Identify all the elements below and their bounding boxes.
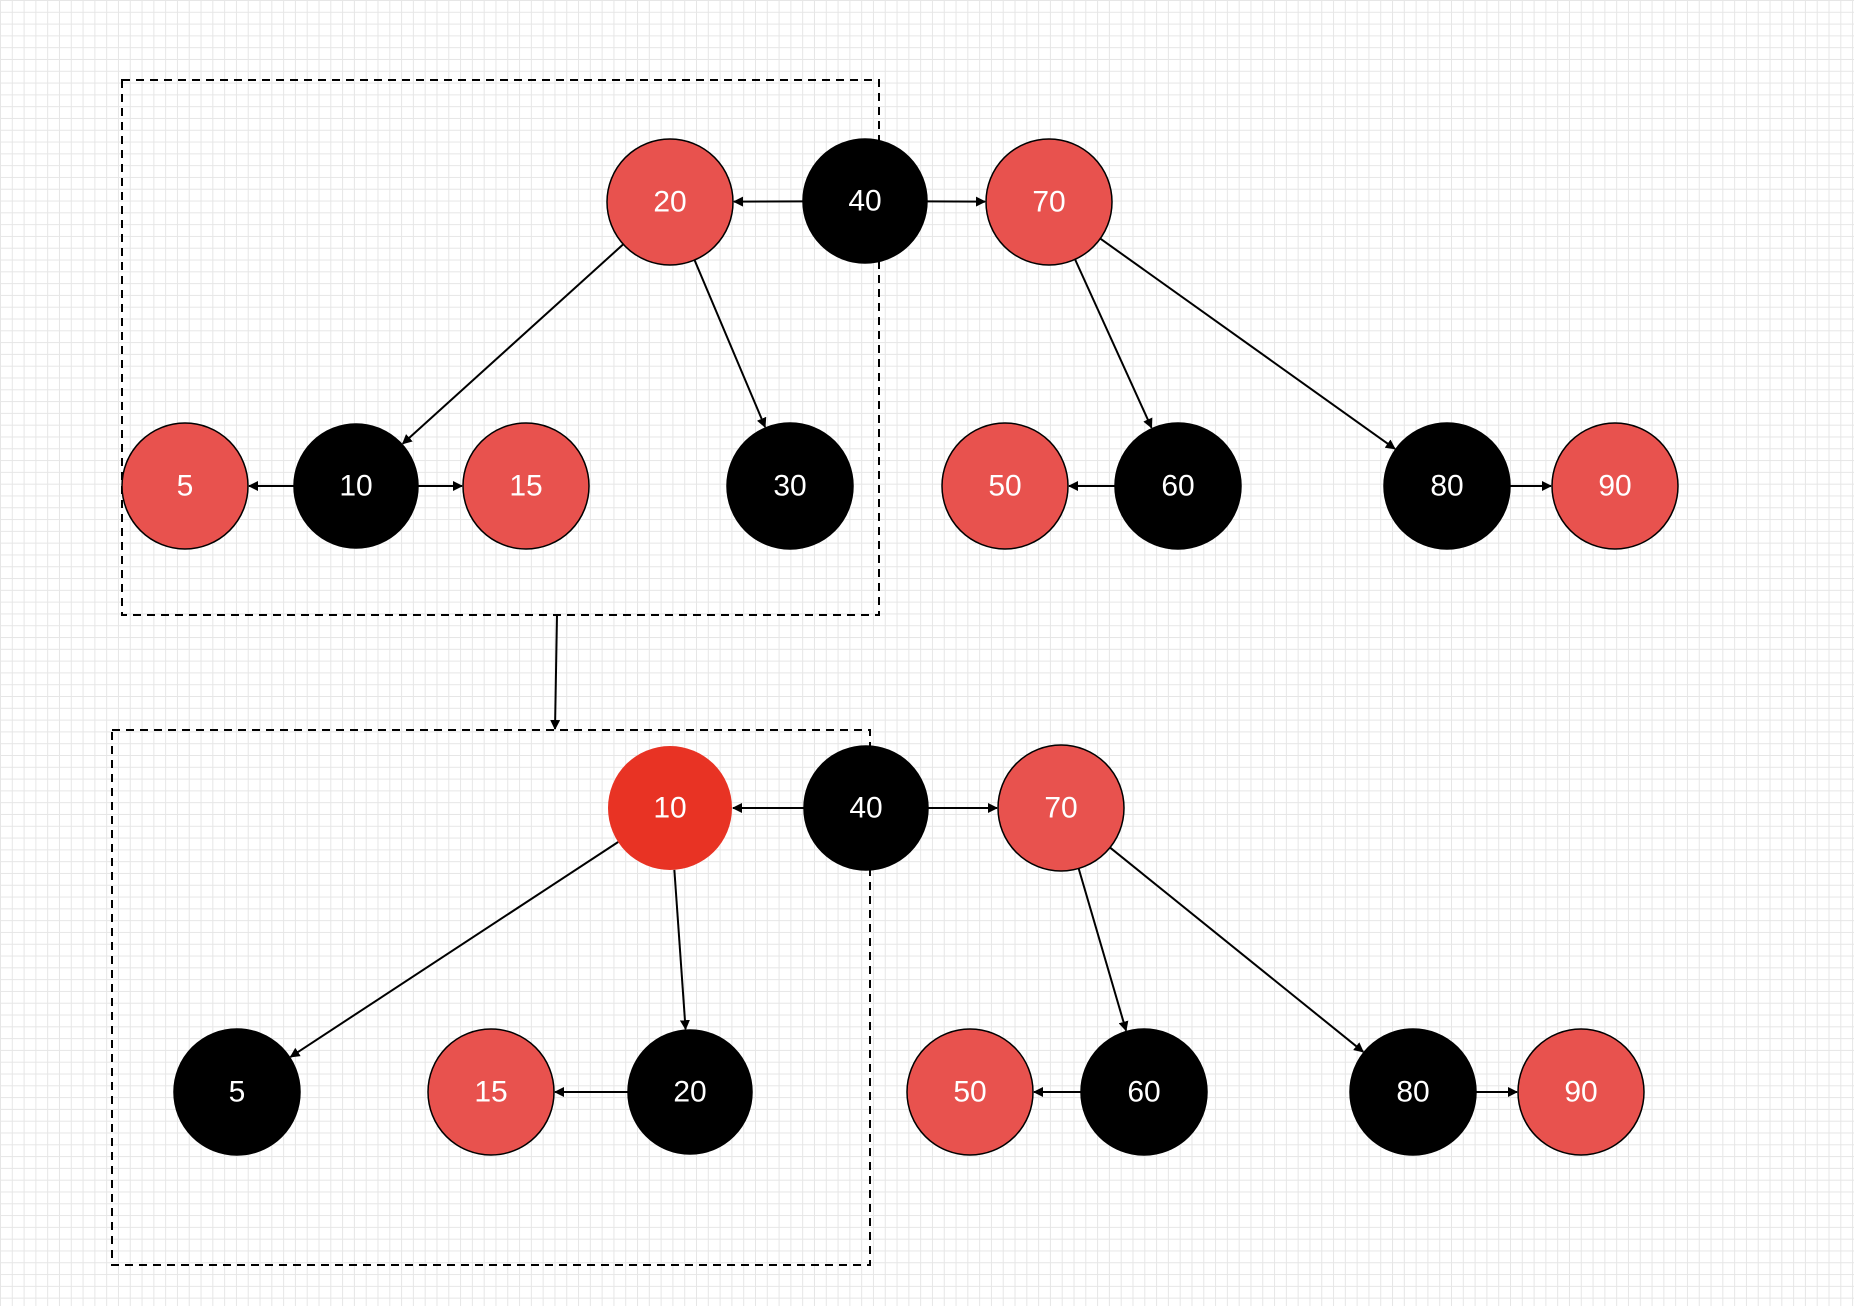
- after-node-circle-70: [997, 744, 1125, 872]
- before-edge-20-to-30: [693, 259, 767, 428]
- after-node-label-5: 5: [229, 1076, 246, 1109]
- before-node-label-60: 60: [1161, 470, 1194, 503]
- after-node-circle-10: [608, 746, 732, 870]
- before-node-70: 70: [985, 138, 1113, 266]
- after-node-70: 70: [997, 744, 1125, 872]
- before-node-label-40: 40: [848, 185, 881, 218]
- after-edge-70-to-80: [1109, 846, 1364, 1053]
- before-node-label-15: 15: [509, 470, 542, 503]
- after-node-label-60: 60: [1127, 1076, 1160, 1109]
- before-edge-20-to-10: [401, 243, 624, 445]
- before-node-circle-15: [462, 422, 590, 550]
- before-node-15: 15: [462, 422, 590, 550]
- after-node-50: 50: [906, 1028, 1034, 1156]
- after-node-40: 40: [803, 745, 929, 871]
- before-node-circle-10: [293, 423, 419, 549]
- after-node-10: 10: [608, 746, 732, 870]
- before-node-label-20: 20: [653, 186, 686, 219]
- before-node-circle-50: [941, 422, 1069, 550]
- after-node-5: 5: [173, 1028, 301, 1156]
- after-node-label-10: 10: [653, 792, 686, 825]
- before-node-50: 50: [941, 422, 1069, 550]
- before-node-label-5: 5: [177, 470, 194, 503]
- after-edge-70-to-60: [1077, 868, 1129, 1032]
- before-node-label-70: 70: [1032, 186, 1065, 219]
- after-node-circle-5: [173, 1028, 301, 1156]
- after-edge-10-to-20: [673, 869, 690, 1031]
- before-subtree-selection-box: [121, 79, 880, 616]
- after-node-circle-15: [427, 1028, 555, 1156]
- after-node-label-80: 80: [1396, 1076, 1429, 1109]
- after-node-circle-90: [1517, 1028, 1645, 1156]
- before-node-circle-60: [1114, 422, 1242, 550]
- before-node-label-10: 10: [339, 470, 372, 503]
- before-node-90: 90: [1551, 422, 1679, 550]
- after-node-20: 20: [627, 1029, 753, 1155]
- before-node-circle-5: [121, 422, 249, 550]
- after-node-label-20: 20: [673, 1076, 706, 1109]
- after-node-circle-40: [803, 745, 929, 871]
- after-node-circle-20: [627, 1029, 753, 1155]
- after-node-label-90: 90: [1564, 1076, 1597, 1109]
- after-node-15: 15: [427, 1028, 555, 1156]
- before-edge-70-to-60: [1074, 258, 1153, 429]
- before-node-circle-80: [1383, 422, 1511, 550]
- after-node-90: 90: [1517, 1028, 1645, 1156]
- before-node-circle-90: [1551, 422, 1679, 550]
- after-node-circle-80: [1349, 1028, 1477, 1156]
- before-node-circle-20: [606, 138, 734, 266]
- before-node-circle-70: [985, 138, 1113, 266]
- before-node-label-90: 90: [1598, 470, 1631, 503]
- before-node-circle-40: [802, 138, 928, 264]
- after-edge-10-to-5: [289, 841, 619, 1058]
- before-node-30: 30: [726, 422, 854, 550]
- after-node-60: 60: [1080, 1028, 1208, 1156]
- before-node-60: 60: [1114, 422, 1242, 550]
- before-node-circle-30: [726, 422, 854, 550]
- transition-arrow: [550, 614, 561, 730]
- after-node-label-40: 40: [849, 792, 882, 825]
- before-node-label-80: 80: [1430, 470, 1463, 503]
- after-subtree-selection-box: [111, 729, 871, 1266]
- after-node-label-50: 50: [953, 1076, 986, 1109]
- before-node-20: 20: [606, 138, 734, 266]
- before-node-5: 5: [121, 422, 249, 550]
- after-node-circle-50: [906, 1028, 1034, 1156]
- before-node-40: 40: [802, 138, 928, 264]
- before-node-label-30: 30: [773, 470, 806, 503]
- after-node-label-15: 15: [474, 1076, 507, 1109]
- before-node-label-50: 50: [988, 470, 1021, 503]
- after-node-circle-60: [1080, 1028, 1208, 1156]
- before-edge-70-to-80: [1099, 237, 1396, 450]
- after-node-80: 80: [1349, 1028, 1477, 1156]
- before-node-10: 10: [293, 423, 419, 549]
- before-node-80: 80: [1383, 422, 1511, 550]
- after-node-label-70: 70: [1044, 792, 1077, 825]
